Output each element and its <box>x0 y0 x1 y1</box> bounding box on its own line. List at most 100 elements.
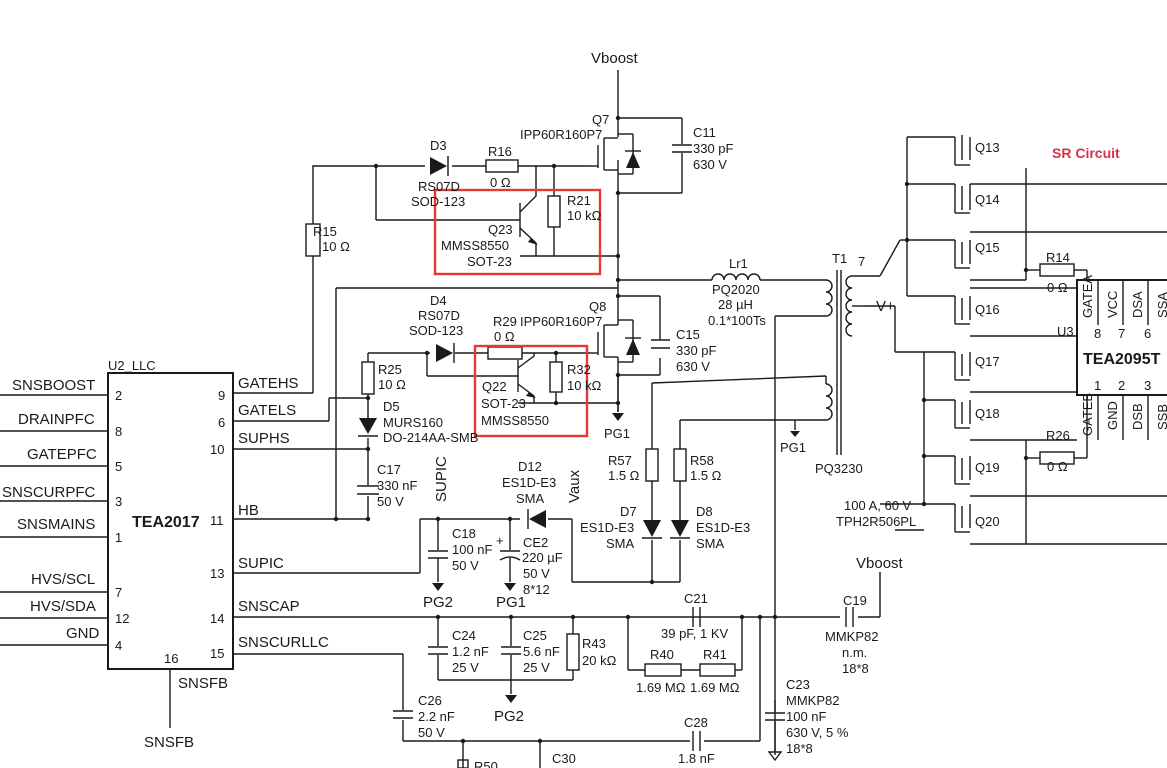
lr1-ref: Lr1 <box>729 256 748 271</box>
c18-voltage: 50 V <box>452 558 479 573</box>
u3-pin-num: 2 <box>1118 378 1125 393</box>
u3-pin-label: VCC <box>1105 291 1120 318</box>
c28-value: 1.8 nF <box>678 751 715 766</box>
u2-pin-num: 13 <box>210 566 224 581</box>
sense-network: Vboost C21 39 pF, 1 KV C19 MMKP82 n.m. 1… <box>393 555 904 768</box>
net-label-pg1: PG1 <box>496 594 526 611</box>
r32-value: 10 kΩ <box>567 378 602 393</box>
c15-value: 330 pF <box>676 343 717 358</box>
q8-ref: Q8 <box>589 299 606 314</box>
c21-ref: C21 <box>684 591 708 606</box>
u2-pin-num: 12 <box>115 611 129 626</box>
u2-pin-num: 9 <box>218 388 225 403</box>
d3-part: RS07D <box>418 179 460 194</box>
c17-voltage: 50 V <box>377 494 404 509</box>
u2-pin-label: HB <box>238 502 259 519</box>
r57-value: 1.5 Ω <box>608 468 640 483</box>
r43-ref: R43 <box>582 636 606 651</box>
r40-value: 1.69 MΩ <box>636 680 686 695</box>
d5-ref: D5 <box>383 399 400 414</box>
low-side-drive: R25 10 Ω D5 MURS160 DO-214AA-SMB C17 330… <box>328 293 618 520</box>
c26-ref: C26 <box>418 693 442 708</box>
u2-pin-num: 6 <box>218 415 225 430</box>
lr1-part: PQ2020 <box>712 282 760 297</box>
u2-pin-label: SNSFB <box>178 675 228 692</box>
q23-package: SOT-23 <box>467 254 512 269</box>
q7-ref: Q7 <box>592 112 609 127</box>
r16-ref: R16 <box>488 144 512 159</box>
c23-value: 100 nF <box>786 709 827 724</box>
u2-pin-label: SUPIC <box>238 555 284 572</box>
c26-voltage: 50 V <box>418 725 445 740</box>
c25-value: 5.6 nF <box>523 644 560 659</box>
c18-ref: C18 <box>452 526 476 541</box>
net-label-supic: SUPIC <box>433 456 450 502</box>
net-label-vaux: Vaux <box>566 469 583 503</box>
r21-ref: R21 <box>567 193 591 208</box>
c11-value: 330 pF <box>693 141 734 156</box>
sr-fet-glyphs <box>954 135 971 533</box>
u2-pin-num: 10 <box>210 442 224 457</box>
c15-voltage: 630 V <box>676 359 710 374</box>
t1-pin: 7 <box>858 254 865 269</box>
sr-fet-part: TPH2R506PL <box>836 514 916 529</box>
net-label-snsfb: SNSFB <box>144 734 194 751</box>
r58-value: 1.5 Ω <box>690 468 722 483</box>
r15-value: 10 Ω <box>322 239 350 254</box>
d5-package: DO-214AA-SMB <box>383 430 478 445</box>
r16-value: 0 Ω <box>490 175 511 190</box>
net-label-pg1: PG1 <box>604 426 630 441</box>
r25-value: 10 Ω <box>378 377 406 392</box>
sr-circuit: SR Circuit <box>836 135 1167 545</box>
sr-fet-ref: Q14 <box>975 192 1000 207</box>
u2-pin-num: 14 <box>210 611 224 626</box>
d5-part: MURS160 <box>383 415 443 430</box>
u3-pin-num: 3 <box>1144 378 1151 393</box>
r58-ref: R58 <box>690 453 714 468</box>
t1-part: PQ3230 <box>815 461 863 476</box>
d7-package: SMA <box>606 536 635 551</box>
q23-part: MMSS8550 <box>441 238 509 253</box>
net-label-vboost: Vboost <box>856 555 904 572</box>
ce2-value: 220 µF <box>522 550 563 565</box>
u3-pin-num: 6 <box>1144 326 1151 341</box>
c11-voltage: 630 V <box>693 157 727 172</box>
r57-ref: R57 <box>608 453 632 468</box>
u2-pin-label: SNSCAP <box>238 598 300 615</box>
r21-value: 10 kΩ <box>567 208 602 223</box>
r14-ref: R14 <box>1046 250 1070 265</box>
u2-pin-num: 11 <box>210 513 224 528</box>
c30-ref: C30 <box>552 751 576 766</box>
c25-ref: C25 <box>523 628 547 643</box>
r29-value: 0 Ω <box>494 329 515 344</box>
r40-ref: R40 <box>650 647 674 662</box>
q22-part: MMSS8550 <box>481 413 549 428</box>
r26-value: 0 Ω <box>1047 459 1068 474</box>
net-label-pg1: PG1 <box>780 440 806 455</box>
d4-ref: D4 <box>430 293 447 308</box>
u3-pin-label: DSA <box>1130 291 1145 318</box>
u2-pin-num: 1 <box>115 530 122 545</box>
u2-ref: U2_LLC <box>108 358 156 373</box>
r14-value: 0 Ω <box>1047 280 1068 295</box>
sr-circuit-title: SR Circuit <box>1052 145 1120 161</box>
sr-fet-ref: Q15 <box>975 240 1000 255</box>
r26-ref: R26 <box>1046 428 1070 443</box>
ce2-size: 8*12 <box>523 582 550 597</box>
c23-ref: C23 <box>786 677 810 692</box>
u3-name: TEA2095T <box>1083 351 1161 368</box>
u3-ref: U3 <box>1057 324 1074 339</box>
c19-value: n.m. <box>842 645 867 660</box>
u3-pin-num: 1 <box>1094 378 1101 393</box>
ce2-voltage: 50 V <box>523 566 550 581</box>
u3-pin-label: GATEB <box>1080 393 1095 436</box>
lr1-value: 28 µH <box>718 297 753 312</box>
c23-rating: 630 V, 5 % <box>786 725 849 740</box>
ce2-plus: + <box>496 533 504 548</box>
d12-part: ES1D-E3 <box>502 475 556 490</box>
u2-pin-num: 5 <box>115 459 122 474</box>
lr1-wire: 0.1*100Ts <box>708 313 766 328</box>
c26-value: 2.2 nF <box>418 709 455 724</box>
u3-controller: U3 TEA2095T GATEA VCC DSA SSA 8 7 6 1 2 … <box>1057 275 1167 440</box>
c23-size: 18*8 <box>786 741 813 756</box>
